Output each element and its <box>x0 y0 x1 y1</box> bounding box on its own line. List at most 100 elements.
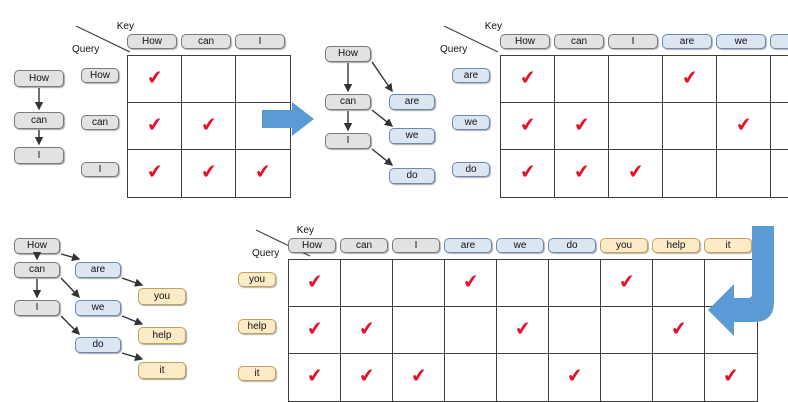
token-chip: are <box>75 262 121 278</box>
check-icon: ✔ <box>357 316 376 341</box>
matrix-cell <box>705 307 757 354</box>
matrix-cell <box>549 260 601 307</box>
matrix-cell <box>393 307 445 354</box>
matrix-row: ✔ ✔ ✔ ✔ ✔ <box>289 354 757 401</box>
matrix-cell: ✔ <box>501 103 555 150</box>
check-icon: ✔ <box>572 112 591 137</box>
matrix-cell: ✔ <box>445 260 497 307</box>
matrix-cell: ✔ <box>501 150 555 197</box>
matrix-grid: ✔✔✔✔✔✔ <box>127 55 291 198</box>
check-icon: ✔ <box>721 364 741 388</box>
query-token-header: it <box>238 366 276 381</box>
matrix-cell <box>601 307 653 354</box>
query-token-header: help <box>238 319 276 334</box>
token-chip: help <box>138 327 186 344</box>
matrix-cell: ✔ <box>128 56 182 103</box>
matrix-row: ✔✔✔✔ <box>501 150 788 197</box>
query-token-header: are <box>452 68 490 83</box>
key-token-header: we <box>716 34 766 49</box>
token-chip: do <box>75 337 121 353</box>
token-chip: we <box>389 128 435 144</box>
key-token-header: do <box>770 34 788 49</box>
matrix-cell <box>663 103 717 150</box>
key-token-header: help <box>652 238 700 253</box>
step-2-to-3-arrow <box>706 226 788 347</box>
token-chip: How <box>14 70 64 87</box>
token-chip: can <box>325 94 371 110</box>
check-icon: ✔ <box>626 160 645 184</box>
check-icon: ✔ <box>145 112 164 137</box>
matrix-cell: ✔ <box>501 56 555 103</box>
query-token-header: can <box>81 115 119 130</box>
matrix-cell: ✔ <box>663 56 717 103</box>
check-icon: ✔ <box>572 160 591 184</box>
key-token-header: How <box>127 34 177 49</box>
matrix-grid: ✔✔✔✔✔✔✔✔✔✔✔✔ <box>288 259 758 402</box>
key-axis-label: Key <box>484 21 502 32</box>
check-icon: ✔ <box>305 316 324 341</box>
check-icon: ✔ <box>409 364 428 388</box>
matrix-cell: ✔ <box>549 354 601 401</box>
check-icon: ✔ <box>734 112 753 137</box>
token-chip: I <box>14 300 60 316</box>
query-axis-label: Query <box>72 44 100 55</box>
key-axis-label: Key <box>116 21 134 32</box>
matrix-cell <box>653 354 705 401</box>
key-axis-label: Key <box>296 225 314 236</box>
matrix-row: ✔✔ <box>128 103 290 150</box>
key-token-header: I <box>392 238 440 253</box>
matrix-cell <box>609 56 663 103</box>
matrix-cell <box>653 260 705 307</box>
step-1-to-2-arrow <box>262 100 318 145</box>
matrix-row: ✔✔✔ <box>289 260 757 307</box>
matrix-cell: ✔ <box>341 307 393 354</box>
check-icon: ✔ <box>518 160 537 184</box>
check-icon: ✔ <box>565 364 584 388</box>
key-query-corner-label: Key Query <box>440 21 502 55</box>
matrix-cell: ✔ <box>705 354 757 401</box>
check-icon: ✔ <box>513 316 532 341</box>
token-chip: I <box>325 133 371 149</box>
key-token-header: can <box>554 34 604 49</box>
matrix-cell <box>771 56 788 103</box>
key-token-header: How <box>500 34 550 49</box>
matrix-cell: ✔ <box>555 150 609 197</box>
key-token-header: How <box>288 238 336 253</box>
check-icon: ✔ <box>617 269 636 294</box>
matrix-cell <box>236 56 290 103</box>
matrix-cell <box>497 260 549 307</box>
query-token-header: How <box>81 68 119 83</box>
key-token-header: are <box>662 34 712 49</box>
check-icon: ✔ <box>461 269 480 294</box>
check-icon: ✔ <box>680 65 699 90</box>
matrix-cell <box>497 354 549 401</box>
check-icon: ✔ <box>253 160 273 184</box>
matrix-cell: ✔ <box>236 150 290 197</box>
token-chip: you <box>138 288 186 305</box>
matrix-cell: ✔ <box>653 307 705 354</box>
query-axis-label: Query <box>252 248 280 259</box>
check-icon: ✔ <box>305 364 324 388</box>
token-chip: can <box>14 112 64 129</box>
matrix-cell: ✔ <box>393 354 445 401</box>
token-chip: How <box>14 238 60 254</box>
key-token-header: can <box>340 238 388 253</box>
matrix-cell <box>717 56 771 103</box>
matrix-cell: ✔ <box>609 150 663 197</box>
check-icon: ✔ <box>518 65 537 90</box>
matrix-cell: ✔ <box>555 103 609 150</box>
token-chip: can <box>14 262 60 278</box>
matrix-cell: ✔ <box>601 260 653 307</box>
matrix-cell: ✔ <box>182 150 236 197</box>
token-chip: I <box>14 147 64 164</box>
key-token-header: we <box>496 238 544 253</box>
token-chip: it <box>138 362 186 379</box>
check-icon: ✔ <box>357 364 376 388</box>
matrix-cell: ✔ <box>182 103 236 150</box>
token-chip: do <box>389 168 435 184</box>
matrix-cell <box>549 307 601 354</box>
